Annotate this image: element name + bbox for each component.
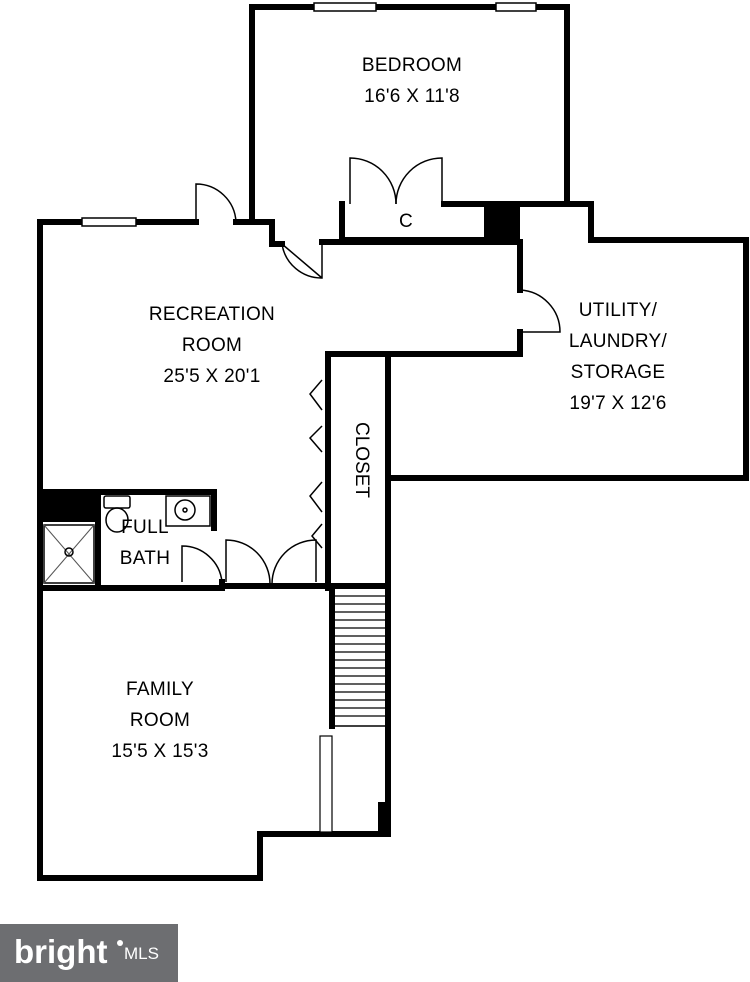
toilet-bowl: [105, 507, 129, 533]
bedroom-closet-label: C: [392, 206, 420, 237]
shower-stall: [43, 524, 95, 584]
closet-bifold-4: [311, 523, 323, 549]
bright-mls-logo: bright MLS: [0, 924, 178, 982]
utility-name-3: STORAGE: [570, 362, 666, 383]
recreation-name-2: ROOM: [181, 335, 243, 356]
bedroom-label: BEDROOM 16'6 X 11'8: [332, 50, 492, 112]
bedroom-dims: 16'6 X 11'8: [364, 86, 460, 107]
family-door-right: [271, 539, 317, 585]
bedroom-entry-door: [281, 242, 323, 279]
utility-door: [519, 289, 561, 333]
bath-black-block: [40, 492, 98, 522]
shower-drain: [64, 547, 74, 557]
recreation-walls: [37, 219, 523, 591]
stair-treads: [334, 595, 386, 717]
utility-label: UTILITY/ LAUNDRY/ STORAGE 19'7 X 12'6: [528, 295, 708, 419]
utility-name-2: LAUNDRY/: [568, 331, 668, 352]
bedroom-window-left: [313, 2, 377, 12]
closet-bifold-1: [309, 379, 323, 411]
bedroom-name: BEDROOM: [361, 55, 463, 76]
bath-name-2: BATH: [119, 548, 171, 569]
toilet-tank: [103, 495, 131, 509]
family-walls: [37, 585, 391, 881]
recreation-name-1: RECREATION: [148, 304, 276, 325]
utility-dims: 19'7 X 12'6: [569, 393, 667, 414]
chimney-block: [484, 204, 520, 242]
sink-basin: [174, 499, 196, 521]
family-window: [319, 735, 333, 833]
bedroom-closet-name: C: [398, 211, 414, 232]
utility-name-1: UTILITY/: [578, 300, 658, 321]
family-door-left: [225, 539, 271, 585]
logo-word: bright: [14, 933, 108, 970]
family-name-1: FAMILY: [126, 679, 194, 700]
bath-label: FULL BATH: [108, 512, 182, 574]
bath-door: [181, 545, 223, 583]
bath-name-1: FULL: [121, 517, 169, 538]
family-dims: 15'5 X 15'3: [111, 741, 209, 762]
closet-bifold-2: [308, 425, 323, 453]
logo-suffix: MLS: [124, 944, 159, 963]
closet-bifold-3: [309, 481, 323, 513]
family-black-block: [378, 802, 390, 836]
recreation-dims: 25'5 X 20'1: [163, 366, 261, 387]
sink-drain: [182, 507, 188, 513]
bedroom-closet-door-right: [395, 157, 443, 205]
family-name-2: ROOM: [129, 710, 191, 731]
bath-vanity: [165, 495, 211, 527]
family-label: FAMILY ROOM 15'5 X 15'3: [80, 674, 240, 767]
logo-dot: [117, 940, 123, 946]
closet-label: CLOSET: [341, 422, 381, 498]
bedroom-closet-door-left: [349, 157, 397, 205]
shower-diag-2: [43, 524, 95, 584]
bedroom-window-right: [495, 2, 537, 12]
recreation-window: [81, 217, 137, 227]
stair-outline: [333, 587, 387, 727]
closet-name: CLOSET: [351, 421, 372, 499]
recreation-exterior-door: [195, 183, 237, 223]
recreation-label: RECREATION ROOM 25'5 X 20'1: [122, 299, 302, 392]
